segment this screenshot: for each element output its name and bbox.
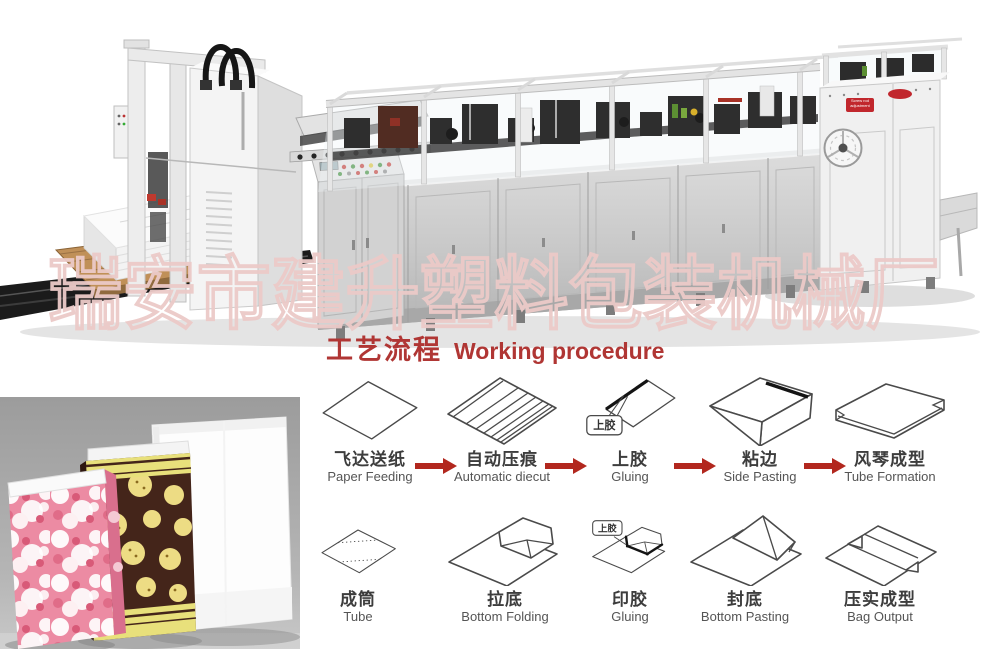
step-label-zh: 拉底	[487, 590, 523, 609]
bag-machine-photo	[0, 37, 980, 348]
handwheel	[823, 128, 863, 168]
step-tube-formation: 风琴成型 Tube Formation	[815, 366, 965, 484]
working-procedure-title: 工艺流程 Working procedure	[326, 328, 664, 367]
step-tube: 成筒 Tube	[318, 506, 398, 624]
flow-arrow-icon	[415, 458, 457, 474]
diagram-tube-formation	[835, 383, 945, 439]
step-label-en: Paper Feeding	[327, 468, 413, 484]
step-label-en: Bag Output	[847, 608, 913, 624]
step-label-zh: 印胶	[612, 590, 648, 609]
step-bag-output: 压实成型 Bag Output	[805, 506, 955, 624]
flow-arrow-icon	[545, 458, 587, 474]
floor-shadow	[20, 285, 980, 348]
step-label-zh: 封底	[727, 590, 763, 609]
flow-arrow-icon	[804, 458, 846, 474]
step-label-en: Bottom Pasting	[700, 608, 790, 624]
step-gluing-top: 上胶 上胶 Gluing	[582, 366, 678, 484]
svg-text:上胶: 上胶	[598, 522, 617, 533]
diagram-bag-output	[825, 525, 937, 586]
step-label-en: Gluing	[611, 468, 649, 484]
svg-text:上胶: 上胶	[593, 418, 616, 432]
feeder-tower	[113, 39, 303, 311]
step-label-en: Side Pasting	[723, 468, 797, 484]
bag-samples-photo	[0, 397, 300, 649]
diagram-paper-feeding	[322, 381, 418, 440]
diagram-gluing: 上胶	[586, 379, 676, 436]
step-label-zh: 风琴成型	[854, 450, 926, 469]
step-bottom-folding: 拉底 Bottom Folding	[440, 506, 570, 624]
step-label-zh: 成筒	[340, 590, 376, 609]
step-label-zh: 自动压痕	[466, 450, 538, 469]
step-side-pasting: 粘边 Side Pasting	[700, 366, 820, 484]
title-english: Working procedure	[454, 338, 665, 364]
diagram-side-pasting	[709, 377, 813, 446]
working-procedure-flow: 飞达送纸 Paper Feeding	[318, 366, 983, 649]
step-label-en: Gluing	[611, 608, 649, 624]
procedure-row-2: 成筒 Tube 拉底 Bottom Folding	[318, 506, 983, 638]
step-label-zh: 飞达送纸	[334, 450, 406, 469]
diagram-print-gluing: 上胶	[592, 520, 666, 574]
flow-arrow-icon	[674, 458, 716, 474]
screw-rod-adjustment-sticker: Screw rod adjustment	[846, 98, 874, 112]
diagram-automatic-diecut	[447, 377, 557, 445]
diagram-tube	[321, 529, 396, 574]
procedure-row-1: 飞达送纸 Paper Feeding	[318, 366, 983, 498]
machinery-silhouette	[330, 85, 818, 161]
step-label-zh: 上胶	[612, 450, 648, 469]
step-label-en: Tube	[343, 608, 373, 624]
step-label-en: Automatic diecut	[453, 468, 551, 484]
diagram-bottom-folding	[448, 517, 558, 586]
step-gluing-bottom: 上胶 印胶 Gluing	[590, 506, 670, 624]
step-label-zh: 粘边	[742, 450, 778, 469]
step-label-zh: 压实成型	[844, 590, 916, 609]
control-panel	[311, 153, 405, 329]
machine-body	[317, 148, 828, 339]
title-chinese: 工艺流程	[326, 335, 442, 365]
safety-guard	[318, 54, 839, 192]
pink-floral-bag	[5, 468, 126, 649]
output-unit	[819, 37, 978, 293]
red-oval-sticker	[888, 89, 912, 99]
step-paper-feeding: 飞达送纸 Paper Feeding	[318, 366, 422, 484]
step-label-en: Tube Formation	[844, 468, 936, 484]
step-label-en: Bottom Folding	[461, 608, 549, 624]
step-bottom-pasting: 封底 Bottom Pasting	[680, 506, 810, 624]
diagram-bottom-pasting	[690, 515, 802, 586]
step-automatic-diecut: 自动压痕 Automatic diecut	[442, 366, 562, 484]
